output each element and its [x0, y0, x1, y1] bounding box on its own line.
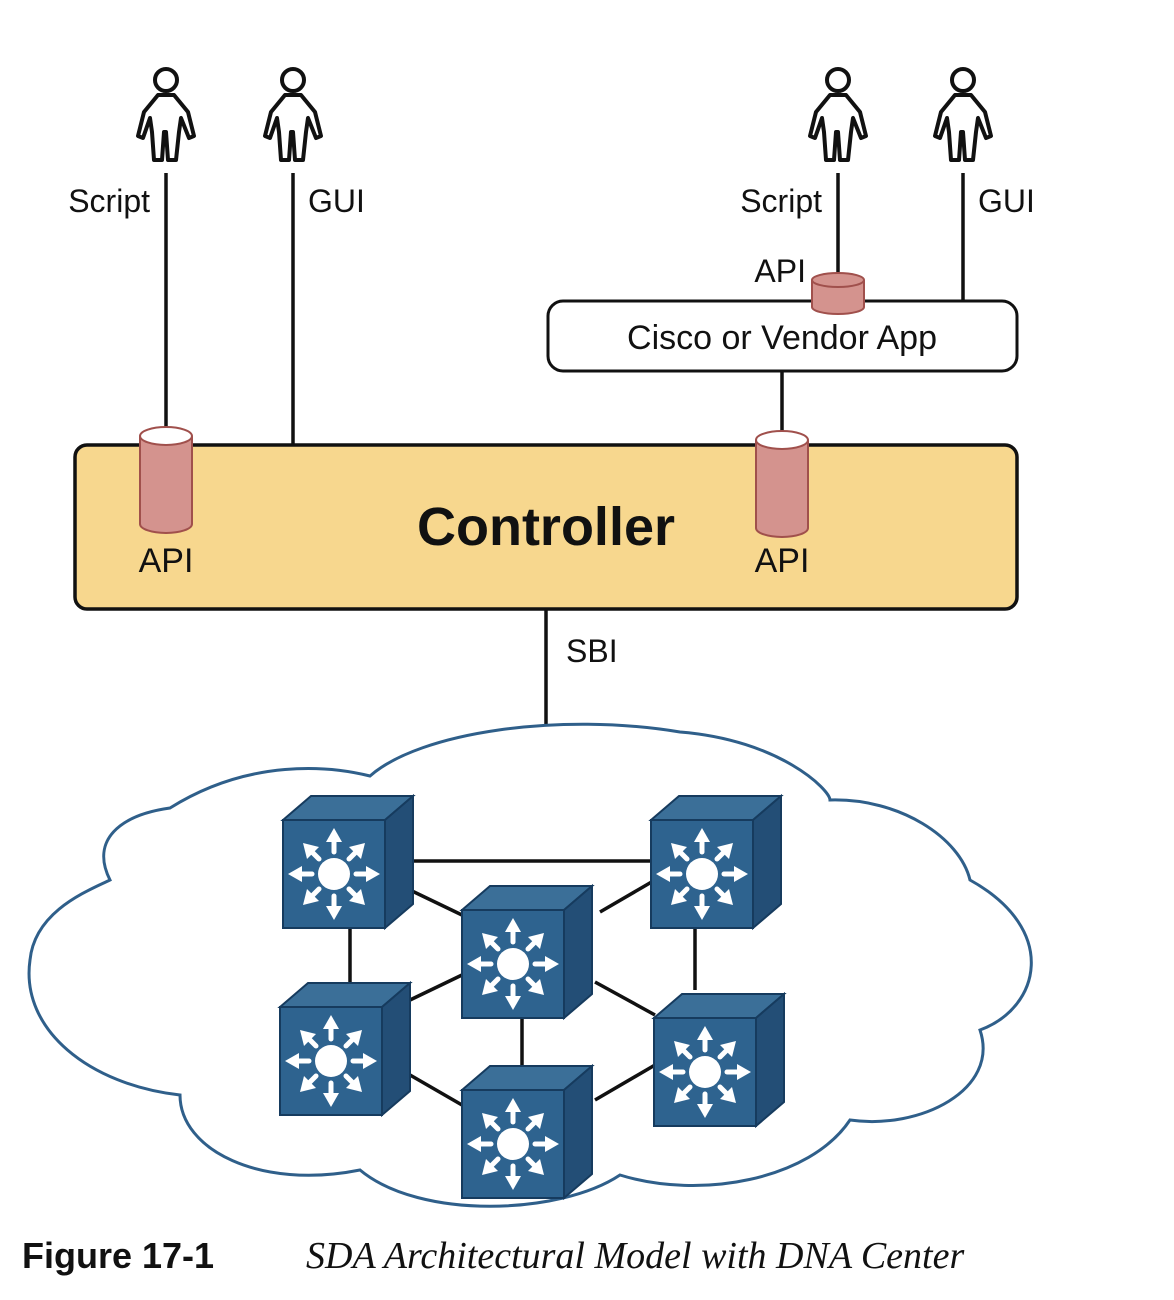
switch-links	[348, 859, 697, 1107]
script-user-right-icon	[808, 67, 868, 162]
left-gui-label: GUI	[308, 183, 365, 219]
switch-bottom-center-icon	[462, 1066, 592, 1198]
controller-api-right-label: API	[755, 542, 810, 580]
figure-title: SDA Architectural Model with DNA Center	[306, 1235, 964, 1277]
gui-user-right-icon	[933, 67, 993, 162]
sbi-label: SBI	[566, 633, 618, 669]
vendor-app-box	[546, 299, 1019, 373]
controller-api-left-cylinder-icon	[139, 426, 193, 534]
vendor-app-label: Cisco or Vendor App	[627, 319, 937, 357]
switch-top-left-icon	[283, 796, 413, 928]
connector-lines	[164, 173, 965, 730]
figure-number: Figure 17-1	[22, 1235, 214, 1276]
right-gui-label: GUI	[978, 183, 1035, 219]
left-script-label: Script	[68, 183, 150, 219]
controller-api-left-label: API	[139, 542, 194, 580]
gui-user-left-icon	[263, 67, 323, 162]
switch-bottom-left-icon	[280, 983, 410, 1115]
app-api-cylinder-icon	[811, 272, 865, 315]
switch-center-icon	[462, 886, 592, 1018]
controller-api-right-cylinder-icon	[755, 430, 809, 538]
script-user-left-icon	[136, 67, 196, 162]
switch-bottom-right-icon	[654, 994, 784, 1126]
switch-top-right-icon	[651, 796, 781, 928]
controller-label: Controller	[417, 497, 675, 557]
right-script-label: Script	[740, 183, 822, 219]
app-api-label: API	[754, 253, 806, 289]
